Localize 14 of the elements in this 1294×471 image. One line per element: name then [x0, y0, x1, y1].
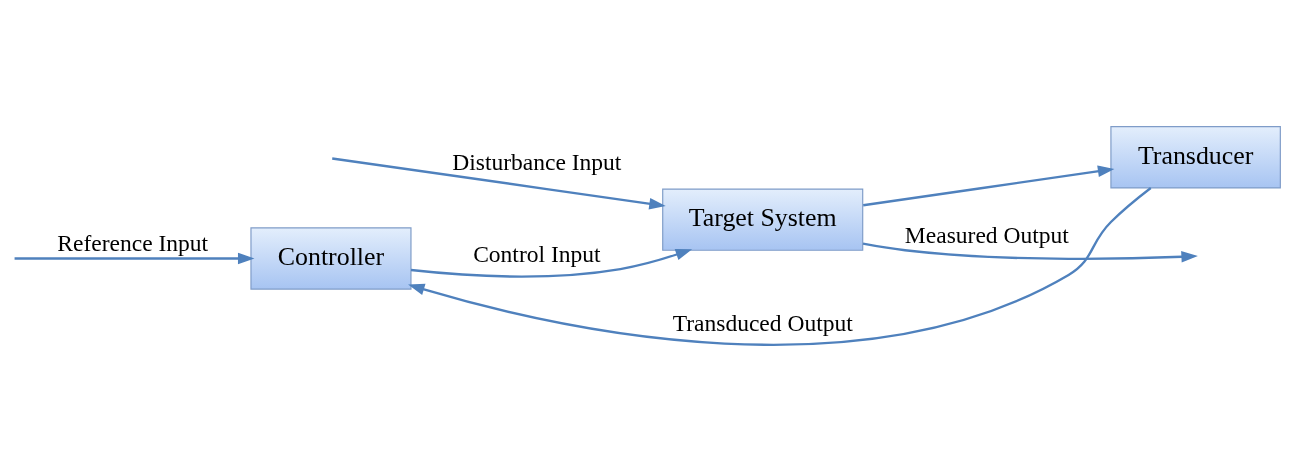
arrow [408, 186, 1152, 346]
node-box: Transducer [1110, 125, 1281, 188]
edge-label: Disturbance Input [452, 148, 622, 175]
node-box: Target System [662, 187, 864, 251]
edge-label: Reference Input [57, 229, 209, 256]
arrow [14, 252, 255, 264]
arrow [410, 248, 693, 278]
arrow [863, 165, 1115, 206]
edge-label: Control Input [473, 240, 601, 267]
arrow [332, 156, 666, 209]
edge-label: Measured Output [904, 221, 1069, 248]
edge-label: Transduced Output [672, 309, 853, 336]
node-box: Controller [250, 226, 412, 290]
arrow [862, 241, 1198, 262]
